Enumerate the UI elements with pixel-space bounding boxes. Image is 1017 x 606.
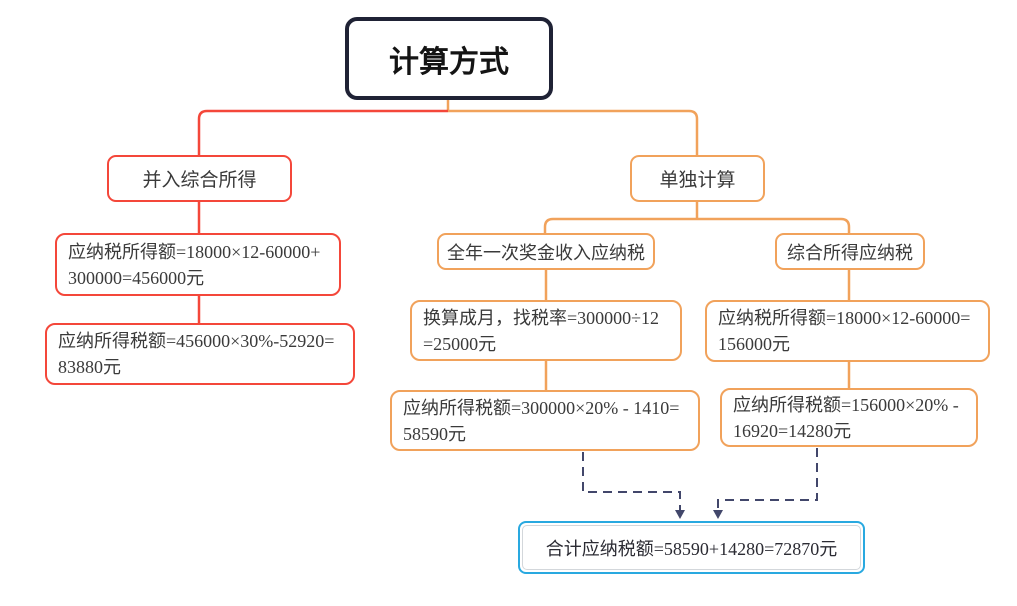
summary-dashed-connector bbox=[582, 448, 818, 519]
bonus-monthly-rate-node[interactable]: 换算成月，找税率=300000÷12=25000元 bbox=[410, 300, 682, 361]
separate-branch-connector bbox=[446, 100, 851, 390]
merge-branch-node[interactable]: 并入综合所得 bbox=[107, 155, 292, 202]
comprehensive-taxable-income-node[interactable]: 应纳税所得额=18000×12-60000=156000元 bbox=[705, 300, 990, 362]
total-tax-label: 合计应纳税额=58590+14280=72870元 bbox=[522, 525, 861, 570]
comprehensive-tax-amount-node[interactable]: 应纳所得税额=156000×20% - 16920=14280元 bbox=[720, 388, 978, 447]
comprehensive-income-header-node[interactable]: 综合所得应纳税 bbox=[775, 233, 925, 270]
arrow-down-icon bbox=[675, 510, 685, 519]
annual-bonus-header-node[interactable]: 全年一次奖金收入应纳税 bbox=[437, 233, 655, 270]
bonus-tax-amount-node[interactable]: 应纳所得税额=300000×20% - 1410=58590元 bbox=[390, 390, 700, 451]
root-node-calculation-method[interactable]: 计算方式 bbox=[345, 17, 553, 100]
merge-tax-amount-node[interactable]: 应纳所得税额=456000×30%-52920=83880元 bbox=[45, 323, 355, 385]
merge-branch-connector bbox=[197, 109, 448, 323]
arrow-down-icon bbox=[713, 510, 723, 519]
merge-taxable-income-node[interactable]: 应纳税所得额=18000×12-60000+300000=456000元 bbox=[55, 233, 341, 296]
separate-branch-node[interactable]: 单独计算 bbox=[630, 155, 765, 202]
total-tax-node[interactable]: 合计应纳税额=58590+14280=72870元 bbox=[518, 521, 865, 574]
